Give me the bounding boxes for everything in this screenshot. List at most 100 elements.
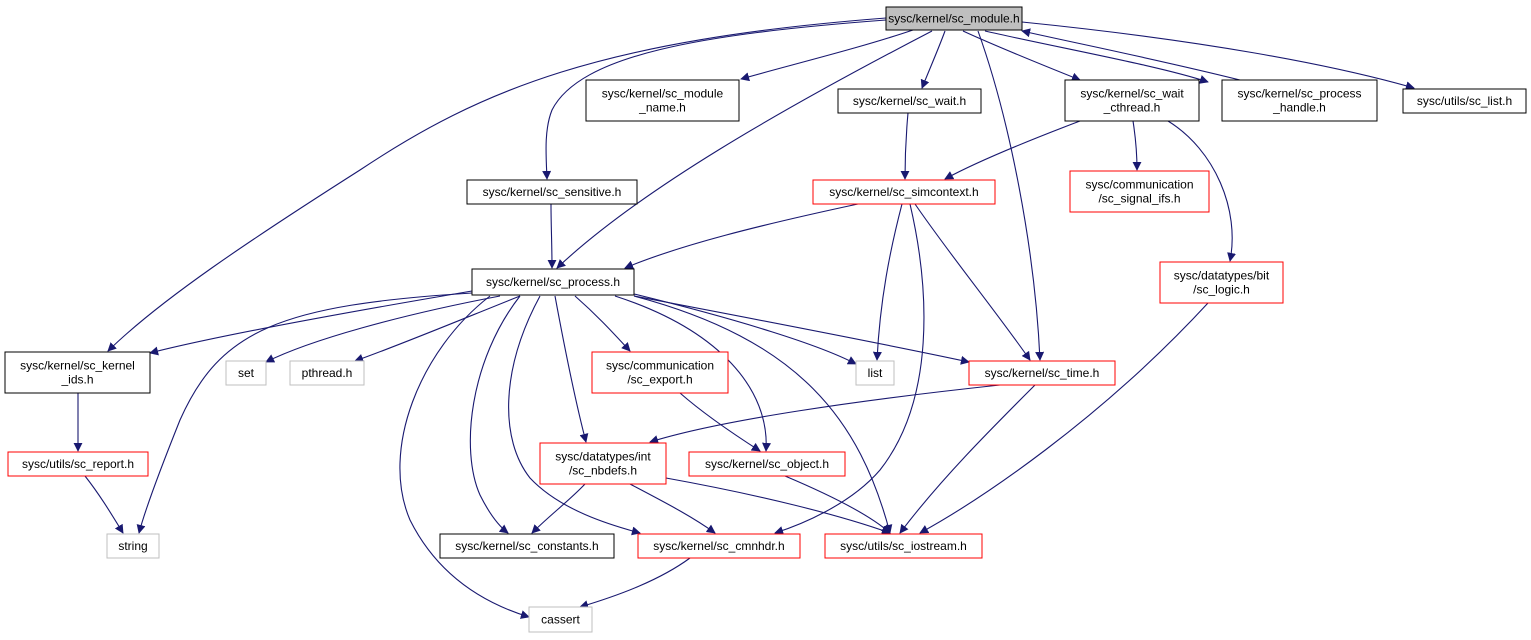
node-box (539, 442, 667, 485)
dependency-edges (73, 17, 1415, 619)
node-box (585, 79, 740, 122)
node-sc-cmnhdr[interactable]: sysc/kernel/sc_cmnhdr.h (637, 533, 801, 559)
node-label: cassert (541, 613, 580, 627)
node-sc-logic[interactable]: sysc/datatypes/bit/sc_logic.h (1159, 261, 1284, 304)
edge-sc_process-to-sc_cmnhdr (508, 295, 641, 536)
edge-sc_wait_cthread-to-sc_signal_ifs (1132, 120, 1142, 171)
node-sc-simcontext[interactable]: sysc/kernel/sc_simcontext.h (812, 179, 996, 205)
node-box (528, 606, 593, 633)
node-sc-nbdefs[interactable]: sysc/datatypes/int/sc_nbdefs.h (539, 442, 667, 485)
node-box (1221, 79, 1378, 122)
edge-sc_process_handle-to-sc_module (1021, 28, 1241, 81)
node-label: sysc/kernel/sc_cmnhdr.h (653, 539, 784, 553)
edge-sc_process-to-sc_export (574, 295, 631, 352)
node-label: _cthread.h (1103, 101, 1161, 115)
node-box (289, 360, 365, 386)
node-box (466, 179, 638, 205)
node-box (855, 360, 895, 386)
node-string: string (106, 533, 160, 559)
node-label: sysc/kernel/sc_time.h (985, 366, 1100, 380)
node-label: /sc_signal_ifs.h (1098, 192, 1180, 206)
node-sc-sensitive[interactable]: sysc/kernel/sc_sensitive.h (466, 179, 638, 205)
edge-sc_process-to-sc_kernel_ids (149, 290, 473, 356)
node-label: /sc_nbdefs.h (569, 464, 637, 478)
edge-sc_process-to-pthread (354, 295, 521, 363)
edge-sc_nbdefs-to-sc_cmnhdr (629, 483, 716, 534)
edge-sc_export-to-sc_object (679, 392, 761, 452)
node-box (1069, 170, 1210, 213)
node-label: sysc/datatypes/int (555, 450, 651, 464)
node-sc-list[interactable]: sysc/utils/sc_list.h (1402, 88, 1527, 114)
node-label: sysc/kernel/sc_module.h (888, 12, 1019, 26)
node-box (837, 88, 982, 114)
node-pthread: pthread.h (289, 360, 365, 386)
node-sc-time[interactable]: sysc/kernel/sc_time.h (968, 360, 1116, 386)
node-box (7, 451, 149, 477)
node-label: sysc/communication (606, 359, 714, 373)
edge-sc_object-to-sc_iostream (784, 475, 891, 534)
edge-sc_simcontext-to-list (872, 203, 903, 361)
edge-sc_simcontext-to-sc_cmnhdr (774, 203, 925, 535)
node-label: sysc/kernel/sc_simcontext.h (829, 185, 978, 199)
edge-sc_process-to-sc_time (633, 295, 970, 365)
edge-sc_module-to-sc_wait_cthread (962, 30, 1081, 82)
edge-sc_process-to-cassert (399, 295, 530, 619)
node-sc-export[interactable]: sysc/communication/sc_export.h (591, 351, 729, 394)
edge-sc_module-to-sc_time (977, 30, 1045, 361)
node-box (471, 268, 635, 296)
node-box (1159, 261, 1284, 304)
edge-sc_process-to-set (265, 295, 501, 363)
node-sc-signal-ifs[interactable]: sysc/communication/sc_signal_ifs.h (1069, 170, 1210, 213)
file-nodes: sysc/kernel/sc_module.h sysc/kernel/sc_mo… (4, 6, 1527, 633)
node-label: sysc/utils/sc_list.h (1417, 94, 1512, 108)
edge-sc_time-to-sc_nbdefs (649, 384, 1001, 444)
node-sc-process[interactable]: sysc/kernel/sc_process.h (471, 268, 635, 296)
node-label: sysc/utils/sc_iostream.h (840, 539, 967, 553)
edge-sc_nbdefs-to-sc_constants (531, 483, 586, 534)
node-sc-object[interactable]: sysc/kernel/sc_object.h (688, 451, 846, 477)
node-label: sysc/datatypes/bit (1174, 269, 1270, 283)
node-sc-wait[interactable]: sysc/kernel/sc_wait.h (837, 88, 982, 114)
node-sc-module-name[interactable]: sysc/kernel/sc_module_name.h (585, 79, 740, 122)
node-box (1064, 79, 1200, 122)
edge-sc_process-to-string (136, 292, 473, 534)
edge-sc_cmnhdr-to-cassert (579, 557, 691, 609)
node-box (824, 533, 983, 559)
node-label: sysc/kernel/sc_wait.h (853, 94, 966, 108)
node-sc-process-handle[interactable]: sysc/kernel/sc_process_handle.h (1221, 79, 1378, 122)
node-label: list (868, 366, 883, 380)
edge-sc_sensitive-to-sc_process (547, 203, 557, 269)
node-box (591, 351, 729, 394)
node-cassert: cassert (528, 606, 593, 633)
node-box (439, 533, 615, 559)
node-sc-wait-cthread[interactable]: sysc/kernel/sc_wait_cthread.h (1064, 79, 1200, 122)
node-box (968, 360, 1116, 386)
node-label: _name.h (638, 101, 686, 115)
node-box (637, 533, 801, 559)
node-label: sysc/kernel/sc_process (1237, 87, 1361, 101)
edge-sc_process-to-sc_object (614, 295, 772, 452)
node-sc-module[interactable]: sysc/kernel/sc_module.h (885, 6, 1023, 31)
node-sc-constants[interactable]: sysc/kernel/sc_constants.h (439, 533, 615, 559)
edge-sc_module-to-sc_sensitive (542, 19, 887, 180)
edge-sc_wait-to-sc_simcontext (900, 112, 910, 180)
edge-sc_wait_cthread-to-sc_simcontext (944, 120, 1081, 180)
node-label: sysc/kernel/sc_kernel (20, 359, 135, 373)
edge-sc_module-to-sc_process_handle (984, 30, 1209, 84)
edge-sc_module-to-sc_kernel_ids (107, 17, 887, 352)
edge-sc_logic-to-sc_iostream (919, 302, 1209, 534)
node-label: sysc/kernel/sc_object.h (705, 457, 829, 471)
node-sc-iostream[interactable]: sysc/utils/sc_iostream.h (824, 533, 983, 559)
node-label: _handle.h (1272, 101, 1326, 115)
edge-sc_process-to-sc_iostream (633, 295, 893, 534)
node-box (1402, 88, 1527, 114)
node-box (885, 6, 1023, 31)
node-box (688, 451, 846, 477)
node-sc-kernel-ids[interactable]: sysc/kernel/sc_kernel_ids.h (4, 351, 151, 394)
node-box (812, 179, 996, 205)
edge-sc_simcontext-to-sc_time (914, 203, 1031, 361)
node-label: /sc_logic.h (1193, 283, 1250, 297)
edge-sc_simcontext-to-sc_process (624, 203, 859, 270)
node-sc-report[interactable]: sysc/utils/sc_report.h (7, 451, 149, 477)
